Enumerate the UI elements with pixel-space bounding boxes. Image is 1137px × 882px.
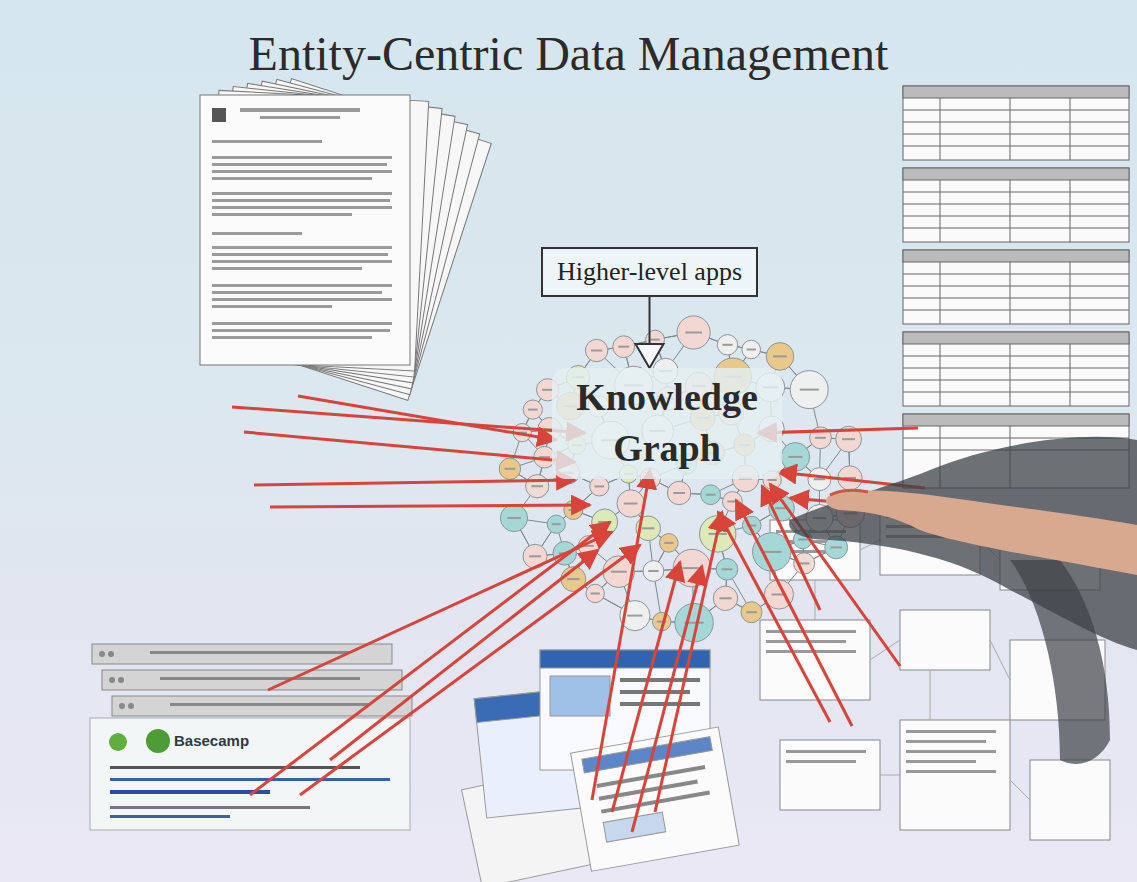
graph-entity (713, 586, 737, 610)
entity-text-mark (722, 568, 733, 570)
entity-text-mark (648, 570, 658, 572)
table-thumbnails (903, 86, 1129, 488)
graph-entity (564, 501, 583, 520)
entity-text-mark (567, 578, 579, 580)
entity-text-mark (800, 389, 819, 391)
node-text: Knowledge Graph (562, 372, 772, 475)
graph-entity (526, 475, 549, 498)
graph-entity (660, 534, 679, 553)
entity-text-mark (595, 485, 605, 487)
entity-text-mark (531, 485, 543, 487)
entity-text-mark (507, 517, 521, 519)
thumbnail-label: Basecamp (174, 732, 249, 749)
entity-text-mark (664, 542, 673, 544)
graph-entity (523, 400, 542, 419)
entity-text-mark (528, 409, 538, 411)
node-text: Higher-level apps (557, 257, 742, 287)
graph-entity (716, 559, 738, 581)
entity-text-mark (673, 492, 685, 494)
entity-text-mark (624, 503, 638, 505)
web-page-thumbnails (462, 650, 740, 882)
graph-entity (613, 336, 635, 358)
callout-pointer (636, 297, 664, 368)
entity-text-mark (798, 539, 807, 541)
entity-text-mark (569, 509, 579, 511)
graph-entity (667, 481, 690, 504)
graph-entity (586, 584, 604, 602)
entity-text-mark (642, 527, 654, 529)
graph-entity (808, 468, 831, 491)
entity-text-mark (706, 494, 716, 496)
entity-text-mark (815, 437, 826, 439)
entity-text-mark (722, 344, 732, 346)
entity-text-mark (747, 349, 756, 351)
graph-entity (717, 335, 737, 355)
graph-entity (500, 504, 527, 531)
entity-text-mark (505, 468, 516, 470)
graph-title-node: Knowledge Graph (552, 368, 782, 479)
graph-entity (741, 602, 762, 623)
graph-entity (547, 515, 565, 533)
callout-box: Higher-level apps (541, 247, 758, 297)
entity-text-mark (611, 571, 627, 573)
presenter-hand (789, 437, 1137, 764)
graph-entity (499, 458, 520, 479)
document-stack (200, 79, 491, 401)
entity-text-mark (768, 479, 777, 481)
entity-text-mark (831, 546, 842, 548)
entity-text-mark (650, 339, 659, 341)
entity-text-mark (591, 350, 602, 352)
entity-text-mark (799, 562, 810, 564)
slide-title: Entity-Centric Data Management (0, 26, 1137, 81)
entity-text-mark (683, 567, 702, 569)
graph-entity (766, 343, 794, 371)
graph-entity (742, 340, 761, 359)
entity-text-mark (762, 551, 781, 553)
graph-entity (701, 485, 721, 505)
entity-text-mark (773, 355, 787, 357)
entity-text-mark (685, 332, 702, 334)
entity-text-mark (842, 438, 855, 440)
graph-entity (617, 490, 644, 517)
graph-entity (790, 371, 828, 409)
entity-text-mark (552, 523, 561, 525)
graph-entity (643, 561, 664, 582)
entity-text-mark (746, 611, 757, 613)
email-thumbnails (90, 644, 412, 830)
graph-entity (585, 339, 607, 361)
entity-text-mark (719, 597, 731, 599)
entity-text-mark (618, 346, 629, 348)
entity-text-mark (529, 555, 541, 557)
entity-text-mark (627, 615, 642, 617)
graph-entity (781, 443, 810, 472)
entity-text-mark (814, 478, 826, 480)
graph-entity (590, 477, 609, 496)
graph-entity (677, 316, 710, 349)
entity-text-mark (788, 456, 802, 458)
entity-text-mark (591, 593, 600, 595)
